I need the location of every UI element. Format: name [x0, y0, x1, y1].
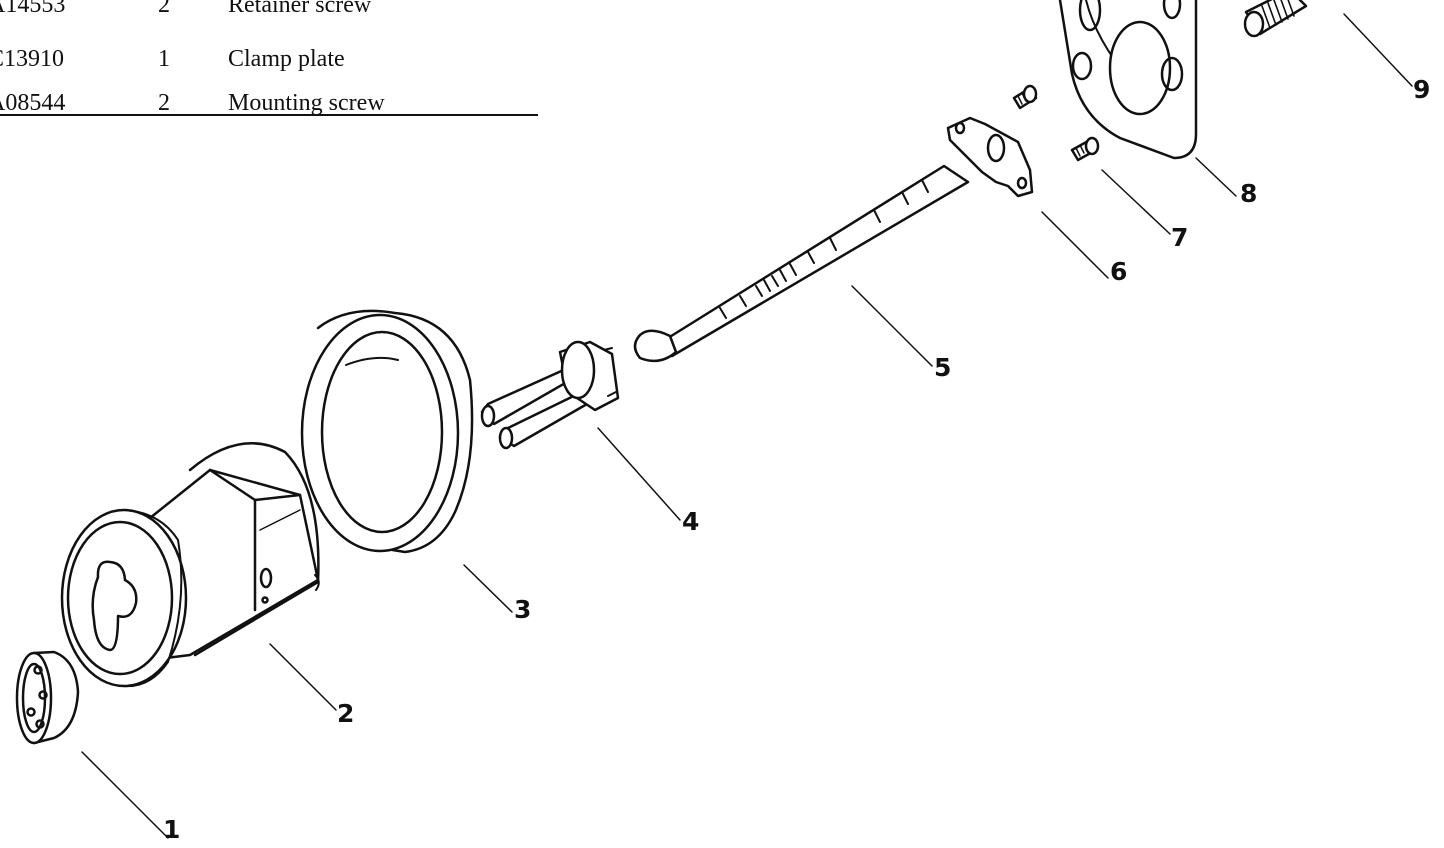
callout-2: 2: [337, 699, 354, 728]
part-quantity: 2: [158, 0, 170, 18]
part-4-driver: [480, 340, 620, 450]
parts-row: A14553 2 Retainer screw: [0, 0, 540, 40]
part-description: Mounting screw: [228, 90, 385, 116]
table-rule: [0, 114, 538, 116]
part-number: A14553: [0, 0, 66, 18]
part-description: Clamp plate: [228, 46, 345, 72]
part-number: A08544: [0, 90, 66, 116]
leader-lines: [81, 13, 1413, 839]
callout-9: 9: [1413, 75, 1430, 104]
part-2-cylinder-housing: [60, 442, 320, 688]
callout-8: 8: [1240, 179, 1257, 208]
parts-table: A14553 2 Retainer screw C13910 1 Clamp p…: [0, 0, 540, 120]
part-number: C13910: [0, 46, 65, 72]
part-quantity: 2: [158, 90, 170, 116]
part-6-clamp-plate: [946, 116, 1034, 198]
part-9-threaded-screw: [1243, 0, 1308, 38]
part-5-tailpiece: [633, 164, 970, 363]
part-quantity: 1: [158, 46, 170, 72]
callout-6: 6: [1110, 257, 1127, 286]
callout-1: 1: [163, 815, 180, 844]
callout-3: 3: [514, 595, 531, 624]
part-3-ring: [300, 309, 474, 554]
part-8-mounting-plate: [1058, 0, 1198, 160]
callout-4: 4: [682, 507, 699, 536]
callout-5: 5: [934, 353, 951, 382]
part-1-cap: [15, 650, 80, 745]
callout-7: 7: [1171, 223, 1188, 252]
parts-row: C13910 1 Clamp plate: [0, 40, 540, 80]
part-7-mounting-screws: [1012, 84, 1100, 162]
parts-row: A08544 2 Mounting screw: [0, 80, 540, 120]
part-description: Retainer screw: [228, 0, 372, 18]
